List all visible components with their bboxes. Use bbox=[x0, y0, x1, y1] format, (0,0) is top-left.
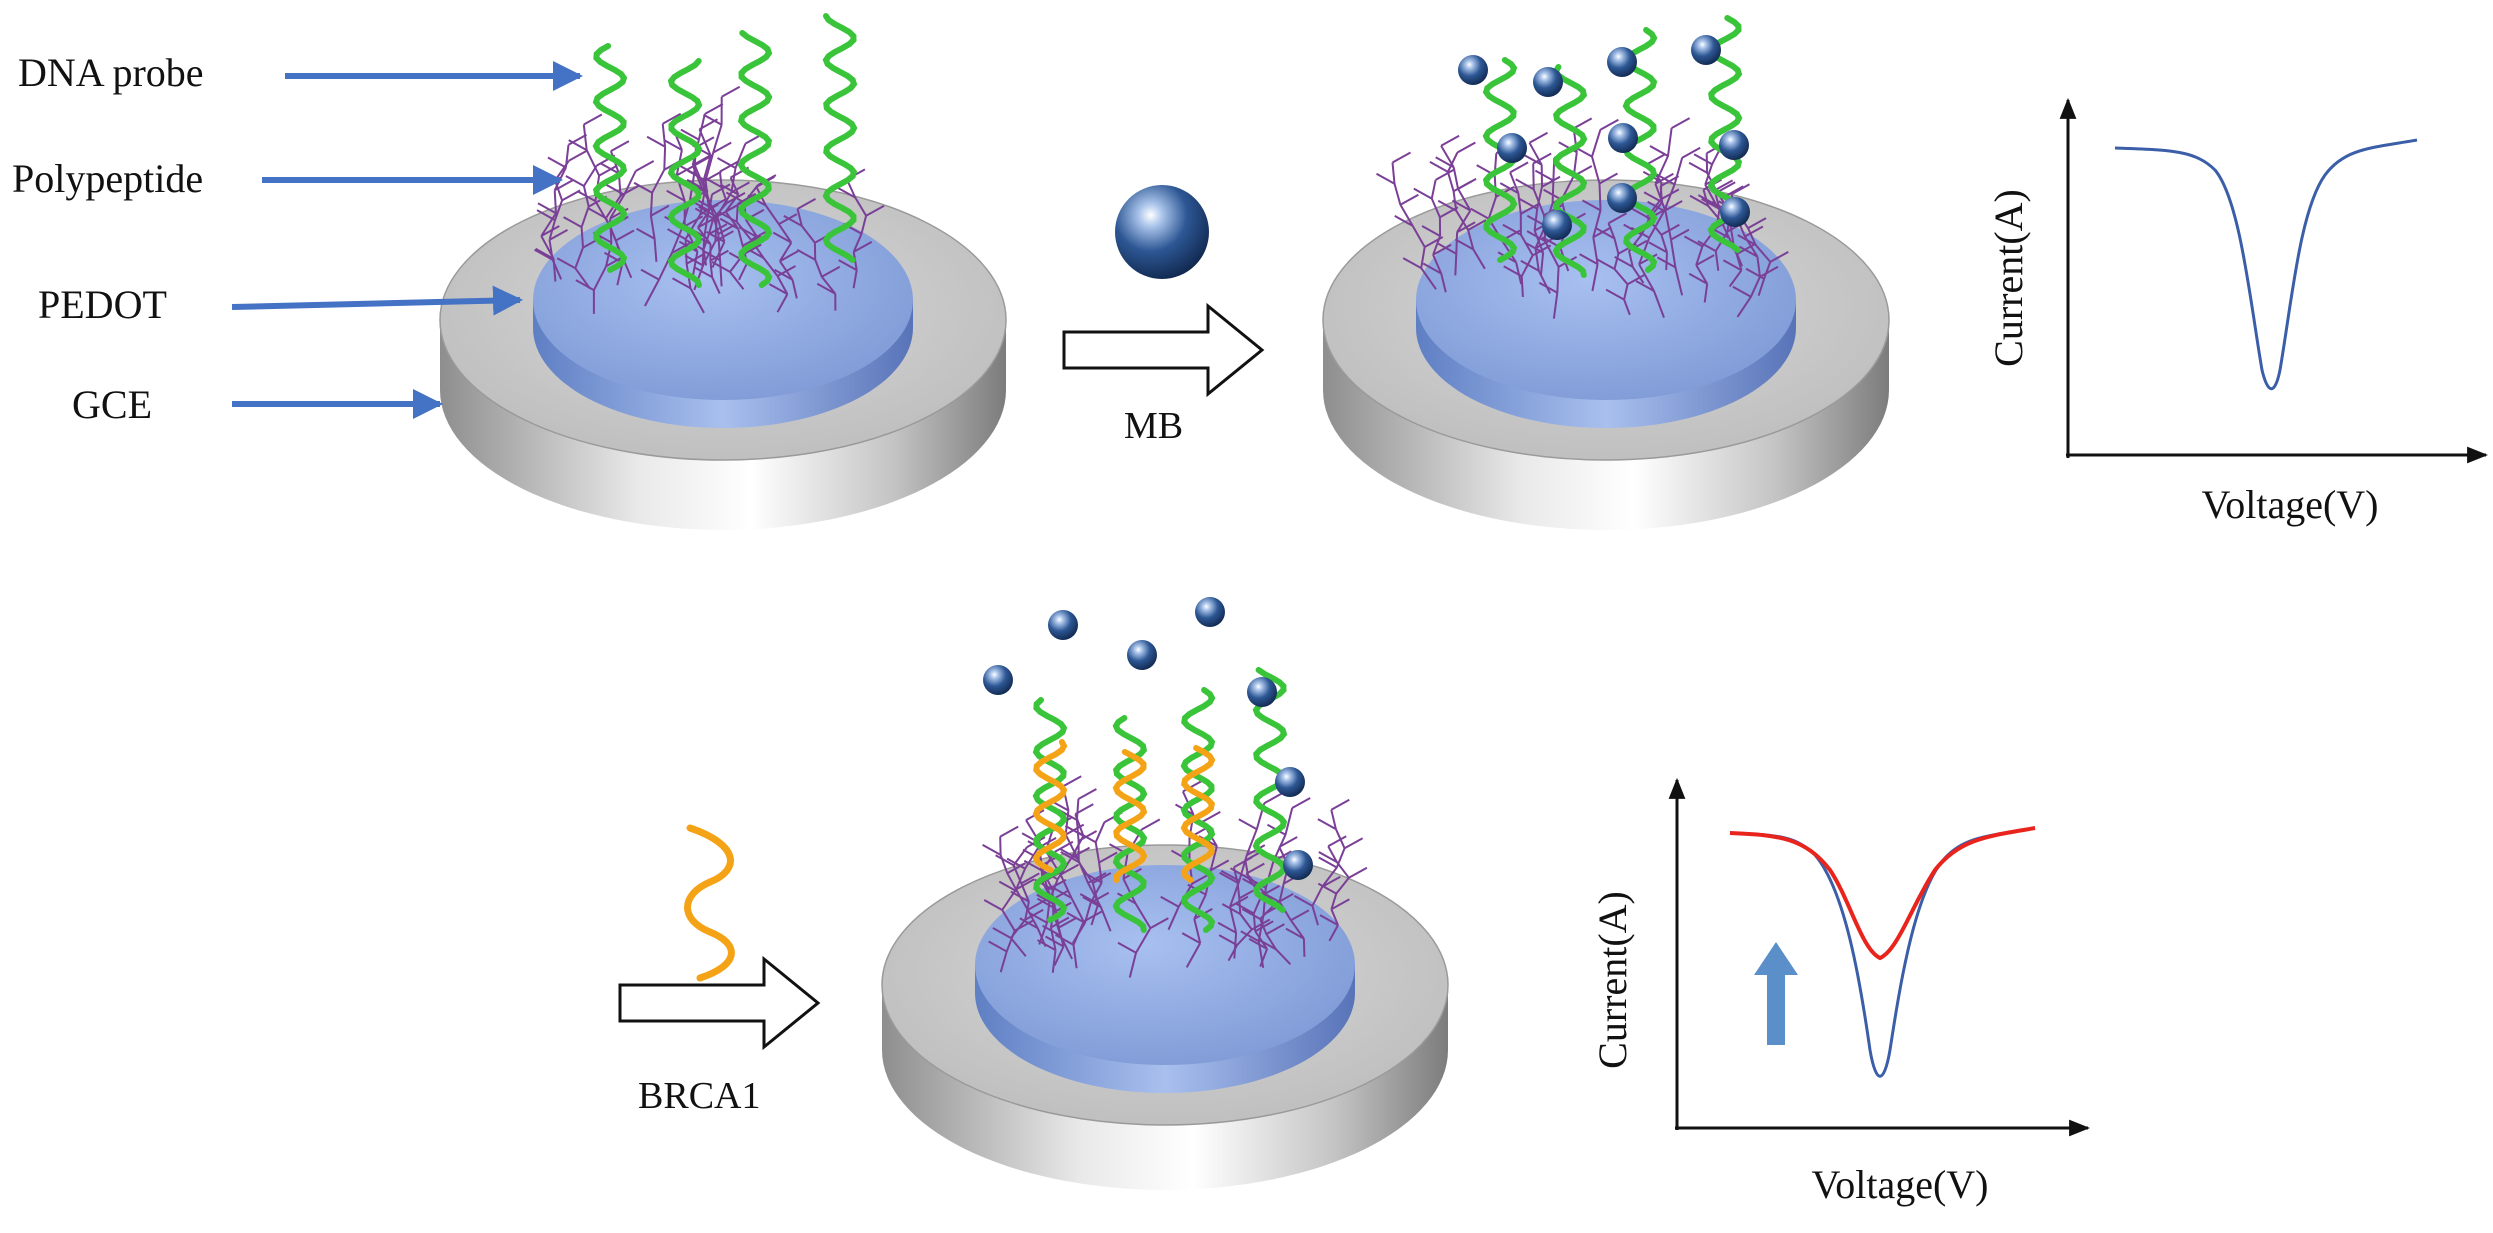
sphere-icon bbox=[1542, 210, 1572, 240]
hollow-right-arrow-icon bbox=[1062, 302, 1265, 398]
mb-bead-layer bbox=[983, 35, 1750, 880]
polypeptide-chain bbox=[783, 198, 841, 311]
y-axis-label: Current(A) bbox=[1986, 189, 2031, 367]
brca1-target-strand bbox=[1032, 739, 1068, 873]
label-polypeptide: Polypeptide bbox=[12, 156, 563, 201]
polypeptide-chain bbox=[1317, 835, 1368, 942]
pedot-layer-top bbox=[533, 200, 913, 400]
polypeptide-chain bbox=[1376, 151, 1444, 290]
brca1-target-strand bbox=[1180, 745, 1216, 883]
label-dna-probe: DNA probe bbox=[18, 50, 583, 95]
brca1-target-strand bbox=[684, 824, 735, 982]
y-axis-label: Current(A) bbox=[1590, 891, 1635, 1069]
sphere-icon bbox=[1608, 123, 1638, 153]
dna-probe-strand bbox=[822, 13, 858, 263]
polypeptide-chain bbox=[718, 192, 796, 313]
polypeptide-chain bbox=[1413, 169, 1459, 293]
polypeptide-chain bbox=[633, 112, 683, 262]
step-mb: MB bbox=[1062, 185, 1265, 447]
sphere-icon bbox=[1048, 610, 1078, 640]
polypeptide-chain bbox=[1573, 118, 1619, 292]
polypeptide-chain bbox=[982, 825, 1047, 947]
brca1-label: BRCA1 bbox=[638, 1075, 760, 1117]
pointer-arrow bbox=[231, 285, 523, 316]
dna-probe-strand bbox=[1180, 687, 1216, 933]
sphere-icon bbox=[1607, 47, 1637, 77]
polypeptide-chain bbox=[556, 154, 616, 290]
polypeptide-chain bbox=[1518, 131, 1561, 275]
dna-probe-strand bbox=[1552, 64, 1588, 278]
sphere-icon bbox=[1127, 640, 1157, 670]
dna-probe-strand bbox=[1032, 697, 1068, 923]
polypeptide-chain bbox=[1647, 117, 1691, 296]
dna-probe-strand bbox=[592, 43, 628, 273]
x-axis-label: Voltage(V) bbox=[2202, 482, 2379, 527]
curve-before bbox=[2115, 148, 2262, 300]
sphere-icon bbox=[1275, 767, 1305, 797]
brca1-target-strand bbox=[1112, 749, 1148, 883]
up-arrow-icon bbox=[1754, 942, 1798, 1045]
polypeptide-chain bbox=[1218, 856, 1271, 962]
sphere-icon bbox=[983, 665, 1013, 695]
sphere-icon bbox=[1115, 185, 1209, 279]
pedot-layer-top bbox=[975, 865, 1355, 1065]
polypeptide-chain bbox=[1499, 161, 1552, 297]
polypeptide-chain bbox=[1596, 212, 1647, 316]
label-gce: GCE bbox=[72, 382, 443, 427]
dpv-plot-after: Current(A) Voltage(V) bbox=[1590, 777, 2091, 1207]
mb-label: MB bbox=[1124, 405, 1183, 447]
gce-label: GCE bbox=[72, 382, 152, 427]
dpv-plot-before: Current(A) Voltage(V) bbox=[1986, 97, 2489, 527]
label-pedot: PEDOT bbox=[38, 282, 523, 327]
sphere-icon bbox=[1247, 677, 1277, 707]
dna-probe-strand bbox=[667, 58, 703, 288]
sphere-icon bbox=[1719, 130, 1749, 160]
polypeptide-chain bbox=[983, 837, 1057, 973]
polypeptide-chain bbox=[1429, 141, 1487, 270]
sphere-icon bbox=[1283, 850, 1313, 880]
dna-probe-strand bbox=[737, 30, 773, 288]
curve-after bbox=[1729, 826, 2036, 961]
step-brca1: BRCA1 bbox=[618, 824, 821, 1117]
polypeptide-layer bbox=[534, 85, 1789, 978]
hollow-right-arrow-icon bbox=[618, 955, 821, 1051]
polypeptide-chain bbox=[1049, 775, 1112, 932]
polypeptide-chain bbox=[1217, 792, 1283, 959]
pedot-label: PEDOT bbox=[38, 282, 167, 327]
curve-mb-signal bbox=[2114, 138, 2418, 391]
sphere-icon bbox=[1533, 67, 1563, 97]
dna-probe-strand bbox=[1252, 667, 1288, 913]
dna-probe-label: DNA probe bbox=[18, 50, 204, 95]
dna-probe-layer bbox=[592, 13, 1743, 933]
polypeptide-label: Polypeptide bbox=[12, 156, 203, 201]
brca1-target-layer bbox=[1032, 739, 1216, 883]
sphere-icon bbox=[1497, 133, 1527, 163]
electrode-gce-pedot bbox=[1322, 179, 1890, 530]
sphere-icon bbox=[1691, 35, 1721, 65]
sphere-icon bbox=[1458, 55, 1488, 85]
sphere-icon bbox=[1195, 597, 1225, 627]
electrode-gce-pedot bbox=[881, 844, 1449, 1190]
sphere-icon bbox=[1607, 183, 1637, 213]
x-axis-label: Voltage(V) bbox=[1812, 1162, 1989, 1207]
sphere-icon bbox=[1720, 197, 1750, 227]
